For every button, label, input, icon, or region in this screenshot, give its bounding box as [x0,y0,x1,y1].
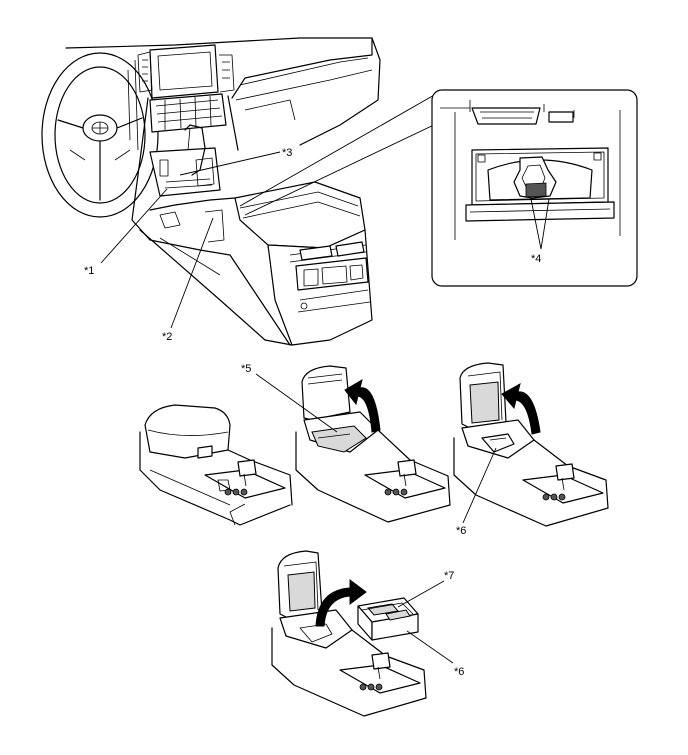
console-lid-open-view: *5 [241,363,451,523]
callouts-main-view: *1 *2 *3 [84,147,292,343]
callout-label-5: *5 [241,363,251,375]
callout-label-7: *7 [444,570,454,582]
callout-label-1: *1 [84,265,94,277]
callout-label-4: *4 [531,253,541,265]
callout-label-6b: *6 [454,666,464,678]
callout-label-3: *3 [282,147,292,159]
console-tray-removed-view: *7 *6 [271,550,464,717]
dashboard-main-view [41,37,381,346]
callout-label-2: *2 [162,331,172,343]
zoom-inset: *4 [239,89,638,287]
callout-label-6a: *6 [456,525,466,537]
console-tray-open-view: *6 [453,362,609,537]
console-closed-view [139,404,293,526]
